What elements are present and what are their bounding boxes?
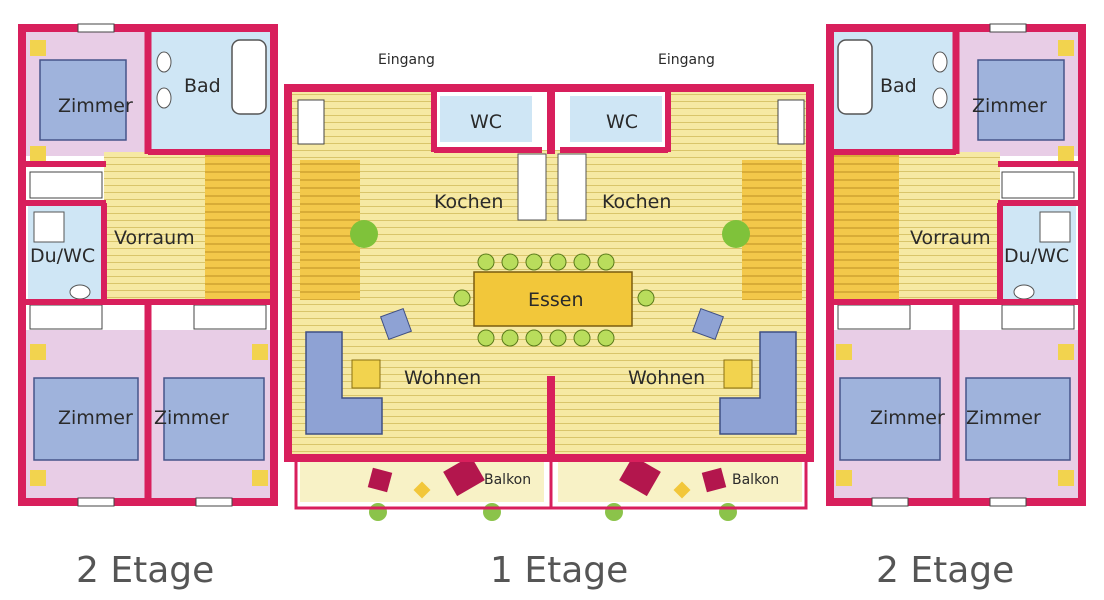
center-kochen-right-label: Kochen bbox=[602, 191, 671, 213]
right-wardrobe-3 bbox=[1001, 304, 1075, 330]
center-entrance-right-label: Eingang bbox=[658, 52, 715, 68]
left-nightstand-2 bbox=[30, 146, 46, 162]
right-stairs bbox=[834, 152, 899, 300]
center-floor-caption: 1 Etage bbox=[490, 550, 628, 591]
right-sink-1 bbox=[932, 51, 948, 73]
center-shrubs bbox=[369, 503, 737, 521]
right-floor-caption: 2 Etage bbox=[876, 550, 1014, 591]
center-balkon-left-label: Balkon bbox=[484, 472, 531, 488]
center-kitchen-counter-left bbox=[517, 153, 547, 221]
right-zimmer-bl-label: Zimmer bbox=[870, 407, 945, 429]
left-sink-1 bbox=[156, 51, 172, 73]
right-wardrobe-2 bbox=[837, 304, 911, 330]
right-nightstand-1 bbox=[1058, 40, 1074, 56]
center-dining-table bbox=[473, 271, 633, 327]
center-sofa-left bbox=[305, 331, 383, 435]
center-kochen-left-label: Kochen bbox=[434, 191, 503, 213]
right-window-1 bbox=[989, 23, 1027, 33]
left-bed-top bbox=[39, 59, 127, 141]
center-coffee-table-right bbox=[723, 359, 753, 389]
right-zimmer-top-label: Zimmer bbox=[972, 95, 1047, 117]
center-balcony-stool-right bbox=[673, 481, 691, 499]
left-window-3 bbox=[195, 497, 233, 507]
center-dining-chairs bbox=[453, 253, 655, 347]
center-essen-label: Essen bbox=[528, 289, 584, 311]
center-balcony-stool-left bbox=[413, 481, 431, 499]
left-zimmer-br-label: Zimmer bbox=[154, 407, 229, 429]
center-balcony-table-right bbox=[619, 455, 661, 497]
center-balcony-chair-right bbox=[701, 467, 727, 493]
center-entrance-left-label: Eingang bbox=[378, 52, 435, 68]
center-balcony-table-left bbox=[443, 455, 485, 497]
left-zimmer-bl-label: Zimmer bbox=[58, 407, 133, 429]
center-balkon-right-label: Balkon bbox=[732, 472, 779, 488]
center-kitchen-counter-right bbox=[557, 153, 587, 221]
right-vorraum-label: Vorraum bbox=[910, 227, 991, 249]
left-floor-caption: 2 Etage bbox=[76, 550, 214, 591]
right-shower bbox=[1039, 211, 1071, 243]
right-nightstand-2 bbox=[1058, 146, 1074, 162]
left-nightstand-4 bbox=[30, 470, 46, 486]
right-sink-2 bbox=[932, 87, 948, 109]
left-bed-bl bbox=[33, 377, 139, 461]
center-wohnen-left-label: Wohnen bbox=[404, 367, 481, 389]
left-floor-plan: Zimmer Bad Du/WC Vorraum Zimmer Zimmer bbox=[18, 23, 278, 507]
right-bed-bl bbox=[839, 377, 941, 461]
right-nightstand-4 bbox=[836, 470, 852, 486]
center-wohnen-right-label: Wohnen bbox=[628, 367, 705, 389]
right-bad-label: Bad bbox=[880, 75, 917, 97]
left-vorraum-label: Vorraum bbox=[114, 227, 195, 249]
left-wardrobe-1 bbox=[29, 171, 103, 199]
center-plant-left bbox=[350, 220, 378, 248]
left-bathtub bbox=[231, 39, 267, 115]
left-zimmer-top-label: Zimmer bbox=[58, 95, 133, 117]
center-stairs-left bbox=[300, 160, 360, 300]
right-window-2 bbox=[871, 497, 909, 507]
right-du-wc-label: Du/WC bbox=[1004, 245, 1069, 267]
left-bad-label: Bad bbox=[184, 75, 221, 97]
left-toilet bbox=[69, 284, 91, 300]
left-nightstand-1 bbox=[30, 40, 46, 56]
center-closet-right bbox=[777, 99, 805, 145]
center-floor-plan: Eingang Eingang WC WC Kochen Kochen Esse… bbox=[284, 52, 814, 521]
center-armchair-left bbox=[379, 307, 413, 341]
right-toilet bbox=[1013, 284, 1035, 300]
left-nightstand-3 bbox=[30, 344, 46, 360]
right-nightstand-6 bbox=[1058, 470, 1074, 486]
left-bed-br bbox=[163, 377, 265, 461]
center-stairs-right bbox=[742, 160, 802, 300]
left-stairs bbox=[205, 152, 270, 300]
center-sofa-right bbox=[719, 331, 797, 435]
center-closet-left bbox=[297, 99, 325, 145]
right-nightstand-5 bbox=[1058, 344, 1074, 360]
left-wardrobe-2 bbox=[29, 304, 103, 330]
center-wc-right-label: WC bbox=[606, 111, 638, 133]
left-window-2 bbox=[77, 497, 115, 507]
left-shower bbox=[33, 211, 65, 243]
right-floor-plan: Bad Zimmer Vorraum Du/WC Zimmer Zimmer bbox=[826, 23, 1086, 507]
left-window-1 bbox=[77, 23, 115, 33]
left-du-wc-label: Du/WC bbox=[30, 245, 95, 267]
right-wardrobe-1 bbox=[1001, 171, 1075, 199]
center-wc-left-room bbox=[440, 96, 532, 142]
center-wc-left-label: WC bbox=[470, 111, 502, 133]
center-balcony-chair-left bbox=[367, 467, 393, 493]
center-armchair-right bbox=[691, 307, 725, 341]
right-nightstand-3 bbox=[836, 344, 852, 360]
right-zimmer-br-label: Zimmer bbox=[966, 407, 1041, 429]
center-wc-right-room bbox=[570, 96, 662, 142]
left-nightstand-5 bbox=[252, 344, 268, 360]
center-plant-right bbox=[722, 220, 750, 248]
right-bathtub bbox=[837, 39, 873, 115]
right-bed-top bbox=[977, 59, 1065, 141]
right-window-3 bbox=[989, 497, 1027, 507]
left-sink-2 bbox=[156, 87, 172, 109]
left-nightstand-6 bbox=[252, 470, 268, 486]
left-wardrobe-3 bbox=[193, 304, 267, 330]
right-bed-br bbox=[965, 377, 1071, 461]
center-coffee-table-left bbox=[351, 359, 381, 389]
